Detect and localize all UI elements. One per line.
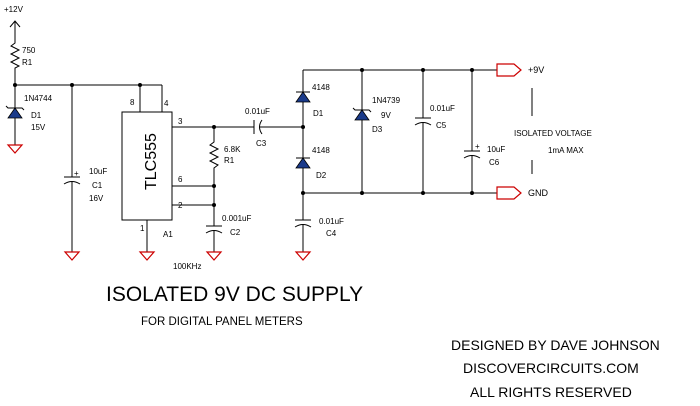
capacitor-c6: + <box>463 70 481 193</box>
d1-ref: D1 <box>31 111 42 120</box>
c5-ref: C5 <box>436 121 447 130</box>
ground-symbol-c4 <box>294 251 312 261</box>
resistor-timing <box>208 127 220 205</box>
zener-d3 <box>352 70 372 193</box>
ground-symbol-c1 <box>63 251 81 261</box>
c4-ref: C4 <box>326 229 337 238</box>
c6-ref: C6 <box>489 158 500 167</box>
d-upper-ref: D1 <box>313 109 324 118</box>
svg-text:+: + <box>74 169 79 178</box>
capacitor-c1: + <box>63 85 81 252</box>
page-title: ISOLATED 9V DC SUPPLY <box>106 283 363 306</box>
c5-value: 0.01uF <box>430 104 455 113</box>
output-connector-plus <box>496 63 522 77</box>
ground-symbol-ic <box>138 251 156 261</box>
d-lower-part: 4148 <box>312 146 330 155</box>
c1-ref: C1 <box>92 181 103 190</box>
r1-value: 750 <box>22 46 36 55</box>
output-plus-label: +9V <box>528 65 544 75</box>
c1-value: 10uF <box>89 167 107 176</box>
ic-name: TLC555 <box>143 133 160 190</box>
c4-value: 0.01uF <box>319 217 344 226</box>
d1-voltage: 15V <box>31 123 46 132</box>
c1-voltage: 16V <box>89 194 104 203</box>
d3-voltage: 9V <box>381 111 391 120</box>
diode-d2-4148 <box>295 127 311 193</box>
capacitor-c4 <box>294 193 312 252</box>
pin-1-label: 1 <box>140 224 145 233</box>
vcc-arrow <box>9 20 21 40</box>
d1-part: 1N4744 <box>24 94 53 103</box>
junction-pin6 <box>212 184 216 188</box>
r1-ref: R1 <box>22 58 33 67</box>
d3-part: 1N4739 <box>372 96 401 105</box>
svg-text:+: + <box>475 142 480 151</box>
d-upper-part: 4148 <box>312 83 330 92</box>
diode-d1-4148 <box>295 70 311 127</box>
c3-value: 0.01uF <box>245 107 270 116</box>
c2-ref: C2 <box>230 228 241 237</box>
isolated-voltage-label: ISOLATED VOLTAGE <box>514 129 592 138</box>
pin-6-label: 6 <box>178 175 183 184</box>
output-gnd-label: GND <box>528 188 549 198</box>
c3-ref: C3 <box>256 139 267 148</box>
r-timing-value: 6.8K <box>224 145 241 154</box>
ground-symbol-c2 <box>205 251 223 261</box>
pin-3-label: 3 <box>178 117 183 126</box>
output-connector-gnd <box>496 186 522 200</box>
page-subtitle: FOR DIGITAL PANEL METERS <box>141 316 303 328</box>
ground-symbol-d1 <box>6 144 24 154</box>
pin-4-label: 4 <box>164 99 169 108</box>
zener-d1 <box>5 85 25 145</box>
d-lower-ref: D2 <box>316 171 327 180</box>
c6-value: 10uF <box>487 145 505 154</box>
capacitor-c5 <box>414 70 432 193</box>
r-timing-ref: R1 <box>224 156 235 165</box>
credit-rights: ALL RIGHTS RESERVED <box>470 384 632 400</box>
vcc-label: +12V <box>4 5 24 14</box>
capacitor-c3 <box>253 119 303 135</box>
credit-designer: DESIGNED BY DAVE JOHNSON <box>451 337 660 353</box>
resistor-r1 <box>9 40 21 85</box>
pin-8-label: 8 <box>130 98 135 107</box>
credit-site: DISCOVERCIRCUITS.COM <box>463 360 639 376</box>
ic-frequency: 100KHz <box>173 262 201 271</box>
d3-ref: D3 <box>372 125 383 134</box>
c2-value: 0.001uF <box>222 214 251 223</box>
current-label: 1mA MAX <box>548 146 584 155</box>
ic-ref: A1 <box>163 230 173 239</box>
capacitor-c2 <box>205 205 223 252</box>
